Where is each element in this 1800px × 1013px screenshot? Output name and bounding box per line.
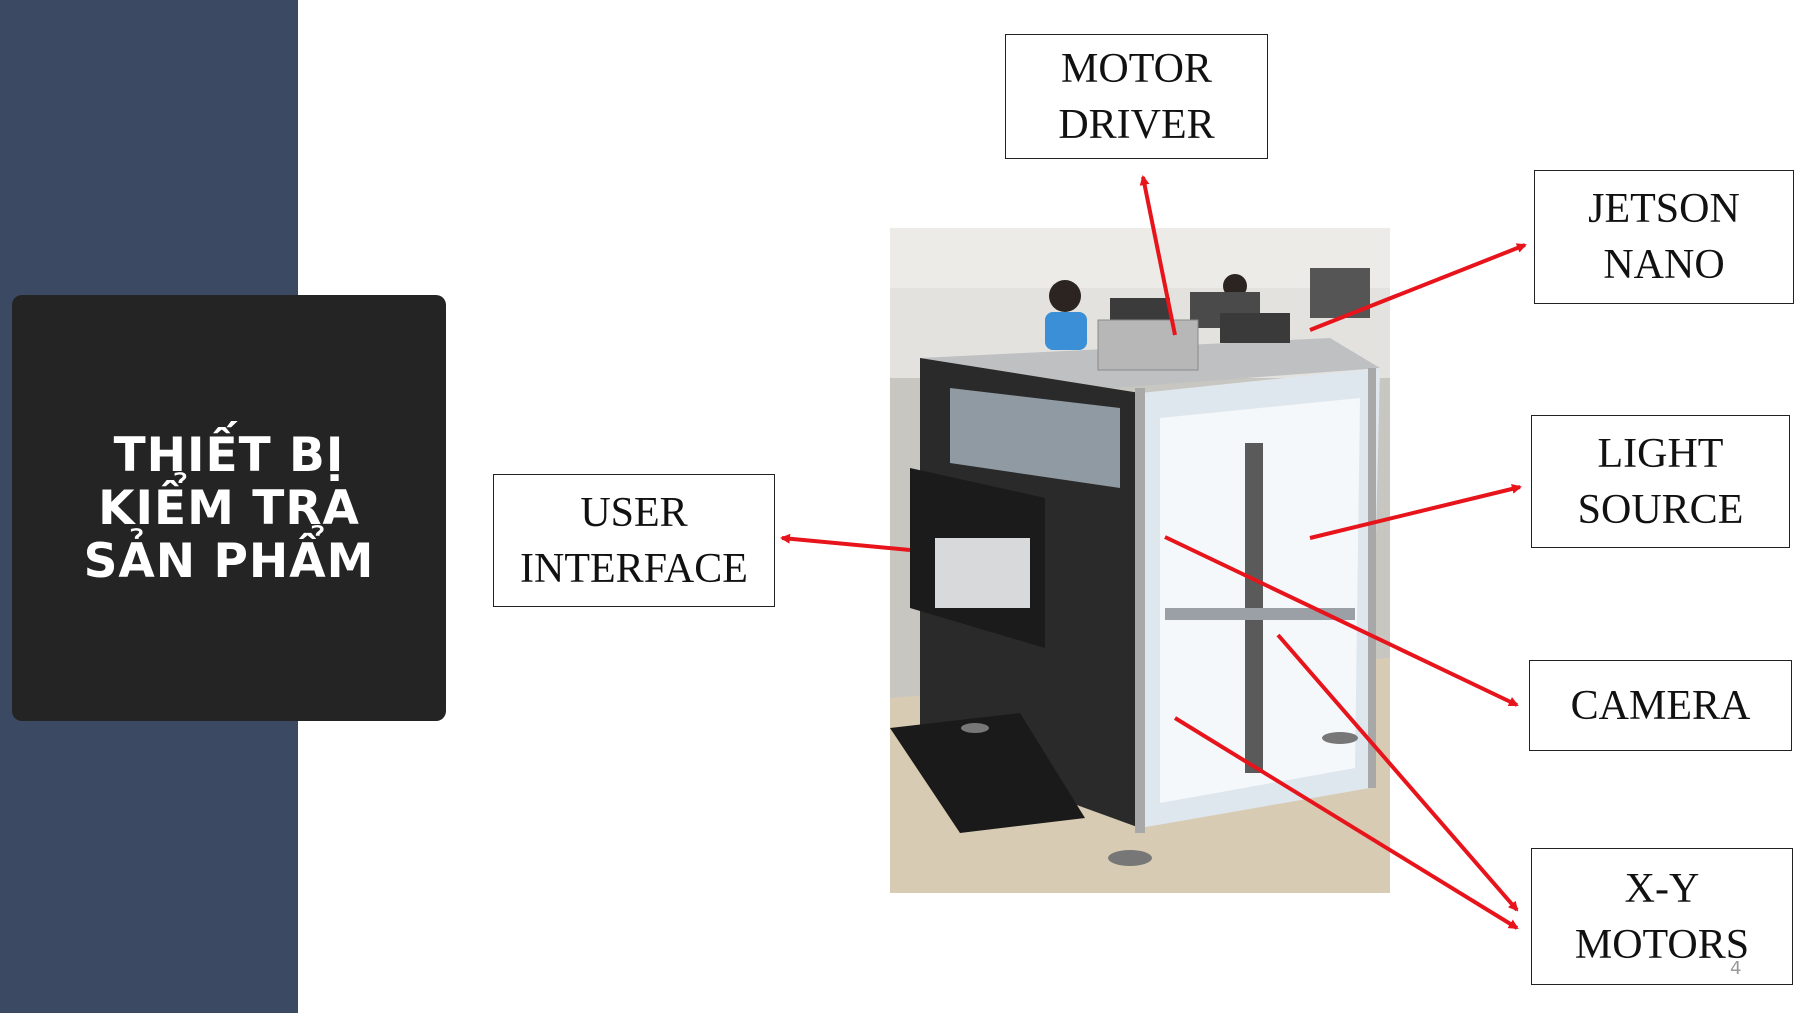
device-illustration [890,228,1390,893]
slide-title: THIẾT BỊ KIỂM TRA SẢN PHẨM [83,427,375,589]
arrow-xy-motors-1 [1276,633,1519,912]
label-motor-driver: MOTOR DRIVER [1005,34,1268,159]
arrow-light-source [1309,484,1522,540]
label-camera: CAMERA [1529,660,1792,751]
arrow-xy-motors-2 [1173,716,1519,930]
device-photo [890,228,1390,893]
label-xy-motors: X-Y MOTORS [1531,848,1793,985]
arrow-jetson-nano [1309,243,1527,332]
arrow-user-interface [780,533,911,552]
page-number: 4 [1730,958,1742,979]
arrow-motor-driver [1139,175,1177,336]
label-jetson-nano: JETSON NANO [1534,170,1794,304]
title-card: THIẾT BỊ KIỂM TRA SẢN PHẨM [12,295,446,721]
label-light-source: LIGHT SOURCE [1531,415,1790,548]
label-user-interface: USER INTERFACE [493,474,775,607]
arrow-camera [1164,535,1519,707]
